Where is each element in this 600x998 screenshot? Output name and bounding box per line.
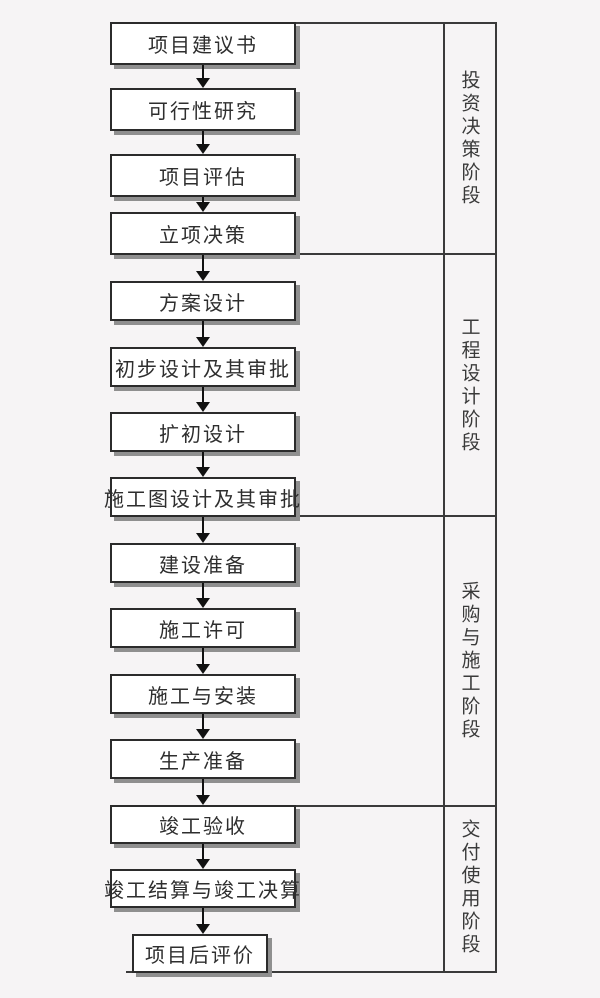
section-divider-1: [294, 253, 497, 255]
flow-step-label: 竣工验收: [159, 814, 247, 838]
section-divider-2: [294, 515, 497, 517]
flow-step-box: 初步设计及其审批: [110, 347, 296, 387]
arrow-down-icon: [196, 387, 210, 412]
arrow-down-icon: [196, 648, 210, 674]
flow-step-label: 施工许可: [159, 617, 247, 642]
arrow-down-icon: [196, 65, 210, 88]
flow-step-box: 项目建议书: [110, 22, 296, 65]
arrow-down-icon: [196, 131, 210, 154]
arrow-down-icon: [196, 255, 210, 281]
flow-step-label: 生产准备: [159, 748, 247, 773]
flow-step-box: 建设准备: [110, 543, 296, 583]
section-line-bottom: [126, 971, 497, 973]
flow-step-box: 生产准备: [110, 739, 296, 779]
phase-label: 工程设计阶段: [458, 317, 481, 455]
phase-cell-engineering-design: 工程设计阶段: [445, 255, 495, 517]
arrow-down-icon: [196, 908, 210, 934]
flow-step-label: 项目建议书: [148, 33, 258, 57]
arrow-down-icon: [196, 714, 210, 739]
flow-step-box: 施工许可: [110, 608, 296, 648]
flow-step-label: 方案设计: [159, 290, 247, 315]
phase-label: 采购与施工阶段: [458, 580, 481, 742]
flow-step-box: 竣工结算与竣工决算: [104, 869, 300, 908]
phase-cell-investment-decision: 投资决策阶段: [445, 22, 495, 255]
flow-step-box: 扩初设计: [110, 412, 296, 452]
flow-step-label: 可行性研究: [148, 99, 258, 123]
section-line-top: [110, 22, 497, 24]
flow-step-label: 立项决策: [159, 223, 247, 247]
flow-step-box: 方案设计: [110, 281, 296, 321]
flow-step-box: 立项决策: [110, 212, 296, 255]
flow-step-label: 竣工结算与竣工决算: [104, 878, 302, 902]
flow-step-label: 施工图设计及其审批: [104, 486, 302, 511]
arrow-down-icon: [196, 779, 210, 805]
phase-label: 交付使用阶段: [458, 819, 481, 957]
flow-step-label: 项目后评价: [145, 943, 255, 967]
flow-step-label: 建设准备: [159, 552, 247, 577]
flow-step-box: 施工与安装: [110, 674, 296, 714]
arrow-down-icon: [196, 321, 210, 347]
arrow-down-icon: [196, 197, 210, 212]
phase-cell-procurement-construction: 采购与施工阶段: [445, 517, 495, 805]
flow-step-box: 项目后评价: [132, 934, 268, 973]
arrow-down-icon: [196, 452, 210, 477]
flow-step-label: 项目评估: [159, 165, 247, 189]
phase-column-left-border: [443, 22, 445, 973]
section-divider-3: [294, 805, 497, 807]
flow-step-label: 施工与安装: [148, 683, 258, 708]
flow-step-box: 竣工验收: [110, 805, 296, 844]
arrow-down-icon: [196, 517, 210, 543]
flow-step-box: 施工图设计及其审批: [104, 477, 300, 517]
phase-label: 投资决策阶段: [458, 69, 481, 208]
phase-cell-delivery-use: 交付使用阶段: [445, 805, 495, 971]
flow-step-box: 项目评估: [110, 154, 296, 197]
flow-step-label: 初步设计及其审批: [115, 356, 291, 381]
phase-column-right-border: [495, 22, 497, 973]
flow-step-box: 可行性研究: [110, 88, 296, 131]
arrow-down-icon: [196, 583, 210, 608]
arrow-down-icon: [196, 844, 210, 869]
flow-step-label: 扩初设计: [159, 421, 247, 446]
